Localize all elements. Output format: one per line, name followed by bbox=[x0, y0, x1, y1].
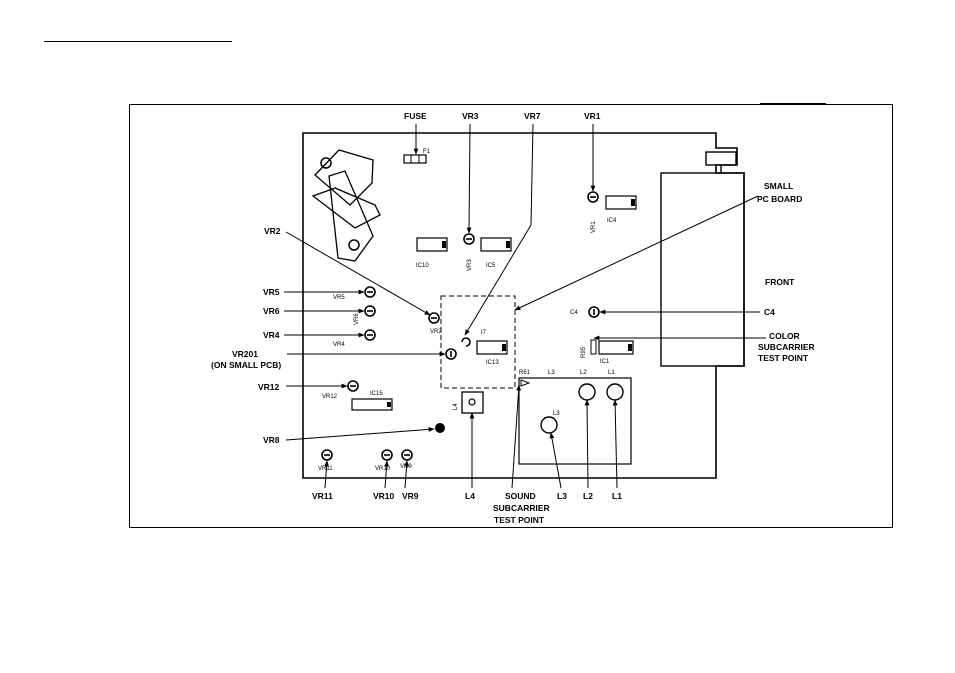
vr6-label: VR6 bbox=[263, 306, 280, 316]
connector-block bbox=[706, 152, 736, 165]
fuse-label: FUSE bbox=[404, 111, 427, 121]
vr201-pot bbox=[446, 349, 456, 359]
sound-subcarrier-label-line2: SUBCARRIER bbox=[493, 503, 550, 513]
vr10-pot bbox=[382, 450, 392, 460]
if-sub-board bbox=[519, 378, 631, 464]
l2-coil bbox=[579, 384, 595, 400]
ic1-chip bbox=[599, 341, 633, 354]
board-label-vr5: VR5 bbox=[333, 295, 345, 301]
l3-coil bbox=[541, 417, 557, 433]
leader-lines bbox=[284, 124, 766, 488]
l2-label: L2 bbox=[583, 491, 593, 501]
sound-subcarrier-label-line1: SOUND bbox=[505, 491, 536, 501]
small-pc-board-label-line1: SMALL bbox=[764, 181, 793, 191]
vr5-pot bbox=[365, 287, 375, 297]
board-label-ic10: IC10 bbox=[416, 263, 429, 269]
board-label-ic15: IC15 bbox=[370, 391, 383, 397]
board-label-l2-top: L2 bbox=[580, 370, 587, 376]
board-label-vr12: VR12 bbox=[322, 394, 338, 400]
board-label-vr3: VR3 bbox=[467, 259, 473, 271]
front-label: FRONT bbox=[765, 277, 795, 287]
vr9-pot bbox=[402, 450, 412, 460]
l1-coil bbox=[607, 384, 623, 400]
vr201-label-line2: (ON SMALL PCB) bbox=[211, 360, 281, 370]
board-label-vr9: VR9 bbox=[400, 464, 412, 470]
potentiometers bbox=[322, 192, 599, 460]
small-pc-board-label-line2: PC BOARD bbox=[757, 194, 802, 204]
board-label-vr11: VR11 bbox=[318, 466, 333, 472]
vr12-label: VR12 bbox=[258, 382, 280, 392]
vr7-label: VR7 bbox=[524, 111, 541, 121]
vr9-label: VR9 bbox=[402, 491, 419, 501]
board-label-l4: L4 bbox=[453, 403, 459, 410]
color-subcarrier-label-line1: COLOR bbox=[769, 331, 800, 341]
board-label-vr10: VR10 bbox=[375, 466, 391, 472]
vr4-label: VR4 bbox=[263, 330, 280, 340]
ic15-chip bbox=[352, 399, 392, 410]
board-label-vr1: VR1 bbox=[591, 221, 597, 233]
vr12-pot bbox=[348, 381, 358, 391]
r95-resistor bbox=[591, 340, 596, 354]
small-pc-board bbox=[661, 173, 744, 366]
board-label-ic1: IC1 bbox=[600, 359, 610, 365]
sound-subcarrier-label-line3: TEST POINT bbox=[494, 515, 545, 525]
small-pcb-area bbox=[441, 296, 515, 388]
vr11-label: VR11 bbox=[312, 491, 333, 501]
vr5-label: VR5 bbox=[263, 287, 280, 297]
board-label-vr4: VR4 bbox=[333, 342, 345, 348]
c4-label: C4 bbox=[764, 307, 775, 317]
board-label-f1: F1 bbox=[423, 149, 431, 155]
board-label-i7: I7 bbox=[481, 330, 487, 336]
vr2-label: VR2 bbox=[264, 226, 281, 236]
board-label-l3-top: L3 bbox=[548, 370, 555, 376]
vr4-pot bbox=[365, 330, 375, 340]
l4-label: L4 bbox=[465, 491, 475, 501]
transformer bbox=[313, 150, 380, 261]
fuse-component bbox=[404, 155, 426, 163]
vr10-label: VR10 bbox=[373, 491, 395, 501]
vr3-label: VR3 bbox=[462, 111, 479, 121]
board-label-l1-top: L1 bbox=[608, 370, 615, 376]
color-subcarrier-label-line3: TEST POINT bbox=[758, 353, 809, 363]
vr8-pot bbox=[435, 423, 445, 433]
vr1-label: VR1 bbox=[584, 111, 601, 121]
board-label-vr6: VR6 bbox=[354, 313, 360, 325]
l1-label: L1 bbox=[612, 491, 622, 501]
r61-test-point bbox=[521, 380, 529, 386]
board-label-ic13: IC13 bbox=[486, 360, 499, 366]
i7-part bbox=[462, 338, 470, 346]
vr1-pot bbox=[588, 192, 598, 202]
vr11-pot bbox=[322, 450, 332, 460]
l4-coil bbox=[462, 392, 483, 413]
vr2-pot bbox=[429, 313, 439, 323]
ic-notches bbox=[387, 199, 635, 407]
board-label-c4: C4 bbox=[570, 310, 578, 316]
vr201-label-line1: VR201 bbox=[232, 349, 258, 359]
c4-part bbox=[589, 307, 599, 317]
l3-label: L3 bbox=[557, 491, 567, 501]
board-label-r61: R61 bbox=[519, 370, 531, 376]
board-label-ic5: IC5 bbox=[486, 263, 496, 269]
board-label-r95: R95 bbox=[581, 346, 587, 358]
vr8-label: VR8 bbox=[263, 435, 280, 445]
vr3-pot bbox=[464, 234, 474, 244]
board-label-ic4: IC4 bbox=[607, 218, 617, 224]
color-subcarrier-label-line2: SUBCARRIER bbox=[758, 342, 815, 352]
vr6-pot bbox=[365, 306, 375, 316]
board-label-vr2: VR2 bbox=[430, 329, 442, 335]
board-label-l3-coil: L3 bbox=[553, 411, 560, 417]
